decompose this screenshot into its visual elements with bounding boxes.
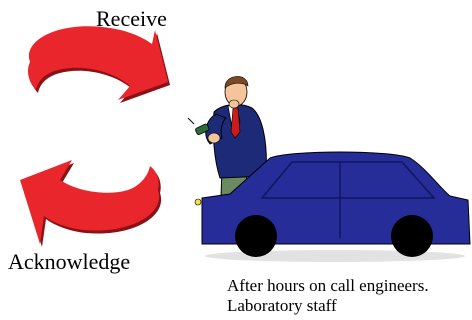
hair bbox=[224, 76, 249, 89]
receive-arrow-icon bbox=[28, 26, 170, 103]
receive-label: Receive bbox=[96, 6, 167, 31]
acknowledge-label: Acknowledge bbox=[8, 249, 131, 274]
chin-hand bbox=[228, 99, 240, 109]
car-roof-line bbox=[260, 161, 436, 199]
mobile-phone-icon bbox=[195, 123, 210, 135]
caption-line-1: After hours on call engineers. bbox=[227, 276, 429, 295]
acknowledge-arrow-icon bbox=[20, 160, 162, 247]
jacket bbox=[212, 104, 267, 179]
receive-arrow-body bbox=[28, 26, 168, 100]
caption: After hours on call engineers. Laborator… bbox=[227, 276, 429, 316]
caption-line-2: Laboratory staff bbox=[227, 296, 337, 315]
tie bbox=[230, 107, 241, 139]
phone-antenna bbox=[187, 117, 195, 125]
front-wheel bbox=[235, 215, 277, 257]
headlight bbox=[194, 198, 202, 206]
hand bbox=[207, 132, 221, 144]
car-icon bbox=[194, 151, 471, 262]
rear-wheel bbox=[391, 215, 433, 257]
acknowledge-arrow-body bbox=[20, 160, 160, 244]
